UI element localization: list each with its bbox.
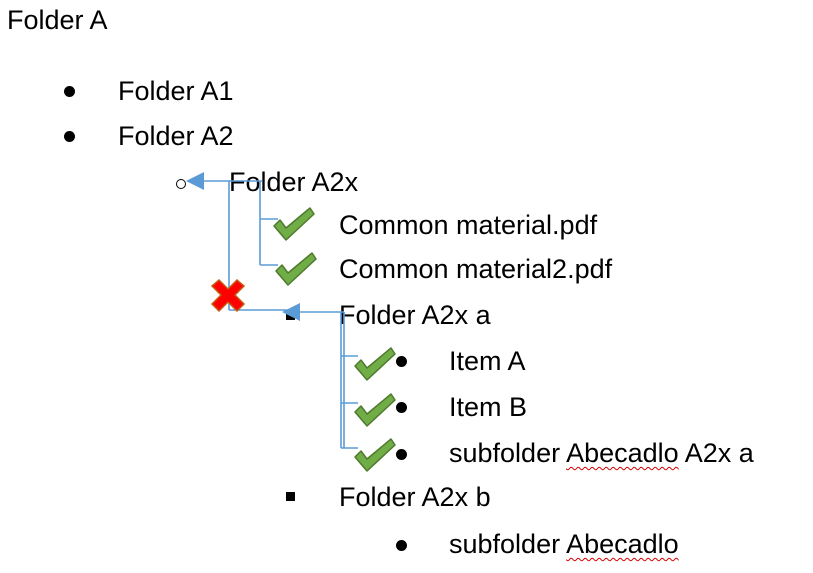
check-icon — [354, 393, 396, 427]
connector-lines-a2x — [203, 180, 300, 311]
folder-a2x-label: Folder A2x — [229, 167, 359, 197]
bullet-circle — [176, 179, 186, 189]
root-folder-label: Folder A — [7, 5, 108, 35]
connector-lines-a2x-a — [300, 311, 358, 449]
bullet-square — [286, 311, 295, 320]
spellcheck-word: Abecadlo — [566, 529, 679, 559]
file-common-material-label: Common material.pdf — [339, 210, 598, 240]
subfolder-suffix: A2x a — [678, 438, 754, 468]
subfolder-prefix: subfolder — [449, 529, 567, 559]
folder-a2x-a-label: Folder A2x a — [339, 300, 491, 330]
bullet-dot — [396, 356, 407, 367]
bullet-dot — [396, 402, 407, 413]
item-b-label: Item B — [449, 392, 528, 422]
check-icon — [273, 207, 315, 241]
bullet-dot — [64, 86, 75, 97]
check-icon — [354, 438, 396, 472]
arrow-left-icon — [186, 172, 204, 190]
subfolder-abecadlo-a2x-a-label: subfolder Abecadlo A2x a — [449, 437, 754, 469]
item-a-label: Item A — [449, 346, 526, 376]
spellcheck-word: Abecadlo — [566, 438, 679, 468]
file-common-material2-label: Common material2.pdf — [339, 254, 613, 284]
bullet-dot — [64, 131, 75, 142]
folder-a1-label: Folder A1 — [118, 76, 234, 106]
folder-a2x-b-label: Folder A2x b — [339, 482, 491, 512]
folder-a2-label: Folder A2 — [118, 121, 234, 151]
cross-icon — [210, 278, 246, 313]
subfolder-abecadlo-label: subfolder Abecadlo — [449, 528, 679, 560]
bullet-dot — [396, 449, 407, 460]
check-icon — [354, 347, 396, 381]
subfolder-prefix: subfolder — [449, 438, 567, 468]
bullet-dot — [396, 540, 407, 551]
bullet-square — [286, 492, 295, 501]
check-icon — [275, 252, 317, 286]
